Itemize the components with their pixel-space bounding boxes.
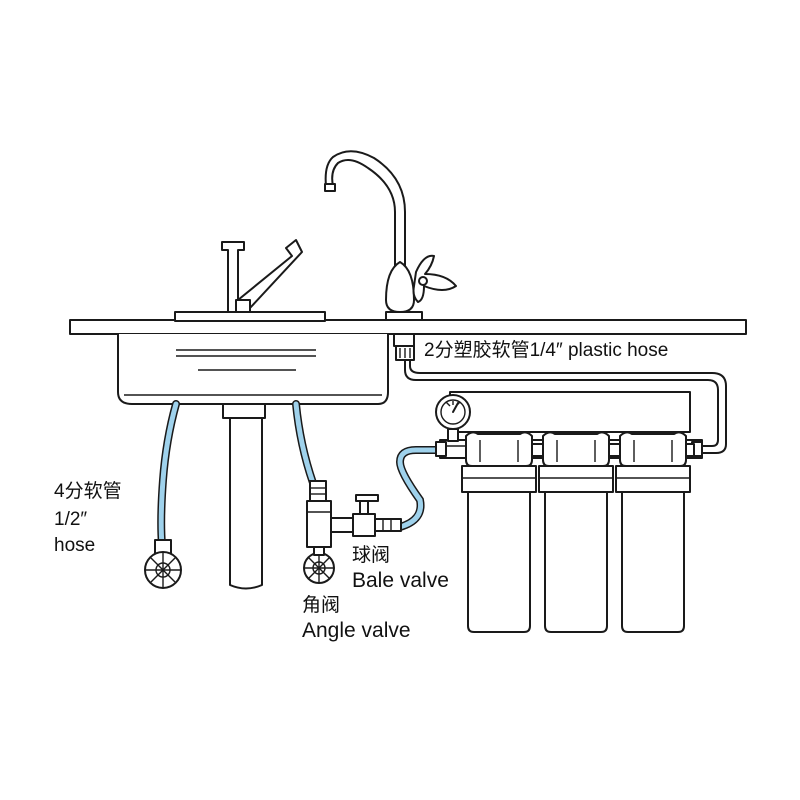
- half-inch-hose-label-size: 1/2″: [54, 509, 88, 530]
- pressure-gauge: [435, 394, 471, 442]
- half-inch-hose: [154, 400, 180, 555]
- tee-ball-valve: [306, 494, 402, 548]
- angle-valve-label-cn: 角阀: [302, 595, 341, 616]
- quarter-inch-hose-label: 2分塑胶软管1/4″ plastic hose: [424, 340, 669, 361]
- half-inch-hose-label-en: hose: [54, 535, 96, 556]
- faucet-connector: [393, 333, 415, 361]
- quarter-inch-plastic-hose: [404, 359, 719, 447]
- half-inch-hose-label-cn: 4分软管: [54, 481, 122, 502]
- angle-valve-label-en: Angle valve: [302, 619, 411, 642]
- angle-valve-wheel: [303, 546, 335, 584]
- filter-housing-3: [615, 431, 691, 633]
- filter-housing-1: [461, 431, 537, 633]
- filter-housing-2: [538, 431, 614, 633]
- inlet-hose-right: [292, 400, 327, 502]
- filter-inlet-hose: [395, 446, 444, 531]
- sink-basin: [117, 334, 389, 405]
- kitchen-mixer-faucet: [174, 239, 326, 322]
- drain-pipe: [222, 403, 266, 590]
- purified-water-faucet: [324, 150, 457, 321]
- ball-valve-label-en: Bale valve: [352, 569, 449, 592]
- countertop: [69, 319, 747, 335]
- hose-valve-wheel: [144, 551, 182, 589]
- ball-valve-label-cn: 球阀: [352, 545, 391, 566]
